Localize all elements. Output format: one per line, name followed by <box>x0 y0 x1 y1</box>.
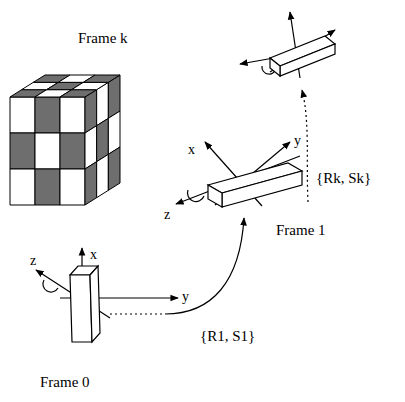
transform-label: {R1, S1} <box>198 328 257 345</box>
axis-label: z <box>164 206 170 223</box>
axis-label: z <box>30 252 36 269</box>
cube-cell <box>10 133 35 169</box>
frame-0-bar <box>70 266 100 342</box>
axis-label: y <box>182 288 189 305</box>
frame-label: Frame 0 <box>40 374 90 391</box>
axis-label: x <box>188 141 195 158</box>
frame-k-bar <box>270 36 335 76</box>
cube-cell <box>35 133 60 169</box>
cube-cell <box>10 169 35 205</box>
frame-0-axes <box>36 248 178 320</box>
cube-cell <box>35 169 60 205</box>
cube-cell <box>10 97 35 133</box>
cube-cell <box>108 147 120 190</box>
frame-label: Frame 1 <box>276 222 326 239</box>
frame-k-axes <box>240 12 335 78</box>
frame-1-bar <box>208 163 302 207</box>
axis-label: y <box>294 132 301 149</box>
frame-label: Frame k <box>78 30 128 47</box>
transform-label: {Rk, Sk} <box>314 170 373 187</box>
cube-cell <box>60 133 85 169</box>
checker-cube <box>10 75 120 205</box>
cube-cell <box>60 97 85 133</box>
cube-cell <box>35 97 60 133</box>
motion-arrows <box>110 90 308 314</box>
cube-cell <box>60 90 97 97</box>
cube-cell <box>97 154 109 197</box>
cube-cell <box>72 82 109 89</box>
axis-label: x <box>90 246 97 263</box>
cube-cell <box>85 162 97 205</box>
cube-cell <box>83 75 120 82</box>
cube-cell <box>60 169 85 205</box>
